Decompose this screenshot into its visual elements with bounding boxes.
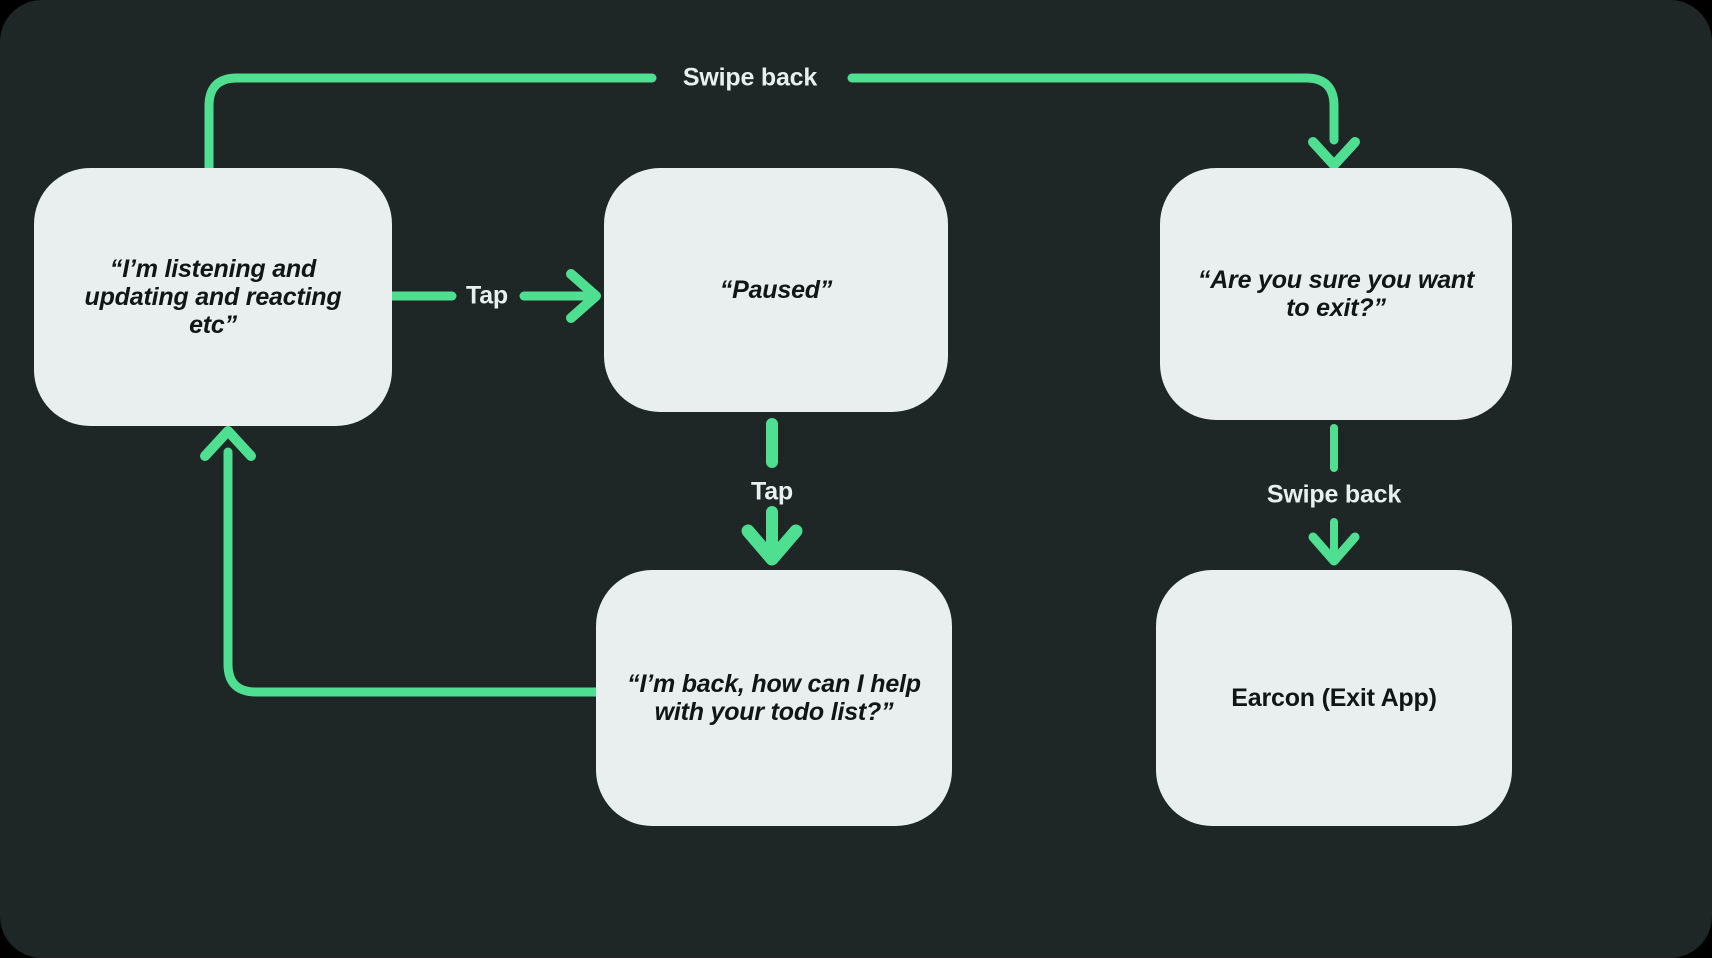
edge-swipe-back-top (204, 73, 1360, 173)
node-earcon[interactable]: Earcon (Exit App) (1156, 570, 1512, 826)
edge-label-tap-listening-to-paused: Tap (466, 281, 508, 310)
arrowhead-right-icon (566, 269, 601, 323)
edge-swipe-back-exit (1308, 424, 1360, 566)
node-earcon-label: Earcon (Exit App) (1231, 684, 1437, 712)
node-paused-label: “Paused” (719, 276, 833, 304)
node-im-back-label: “I’m back, how can I help with your todo… (627, 670, 921, 726)
edge-tap-paused-to-back (741, 418, 803, 566)
arrowhead-up-icon (200, 426, 256, 461)
edge-label-swipe-back-exit: Swipe back (1266, 480, 1402, 509)
arrowhead-down-icon (1308, 532, 1360, 566)
edge-path-left-segment (204, 73, 657, 173)
node-confirm-exit[interactable]: “Are you sure you want to exit?” (1160, 168, 1512, 420)
edge-return-to-listening (200, 426, 601, 697)
edge-path (223, 447, 601, 697)
arrowhead-down-icon (1308, 137, 1360, 170)
edge-label-tap-paused-to-back: Tap (751, 477, 793, 506)
node-paused[interactable]: “Paused” (604, 168, 948, 412)
node-listening-label: “I’m listening and updating and reacting… (84, 255, 342, 339)
node-listening[interactable]: “I’m listening and updating and reacting… (34, 168, 392, 426)
edge-tap-listening-to-paused (387, 269, 601, 323)
edge-path-right-segment (847, 73, 1339, 145)
arrowhead-down-icon (741, 524, 803, 566)
node-im-back[interactable]: “I’m back, how can I help with your todo… (596, 570, 952, 826)
edge-label-swipe-back-top: Swipe back (682, 63, 818, 92)
node-confirm-exit-label: “Are you sure you want to exit?” (1197, 266, 1475, 322)
